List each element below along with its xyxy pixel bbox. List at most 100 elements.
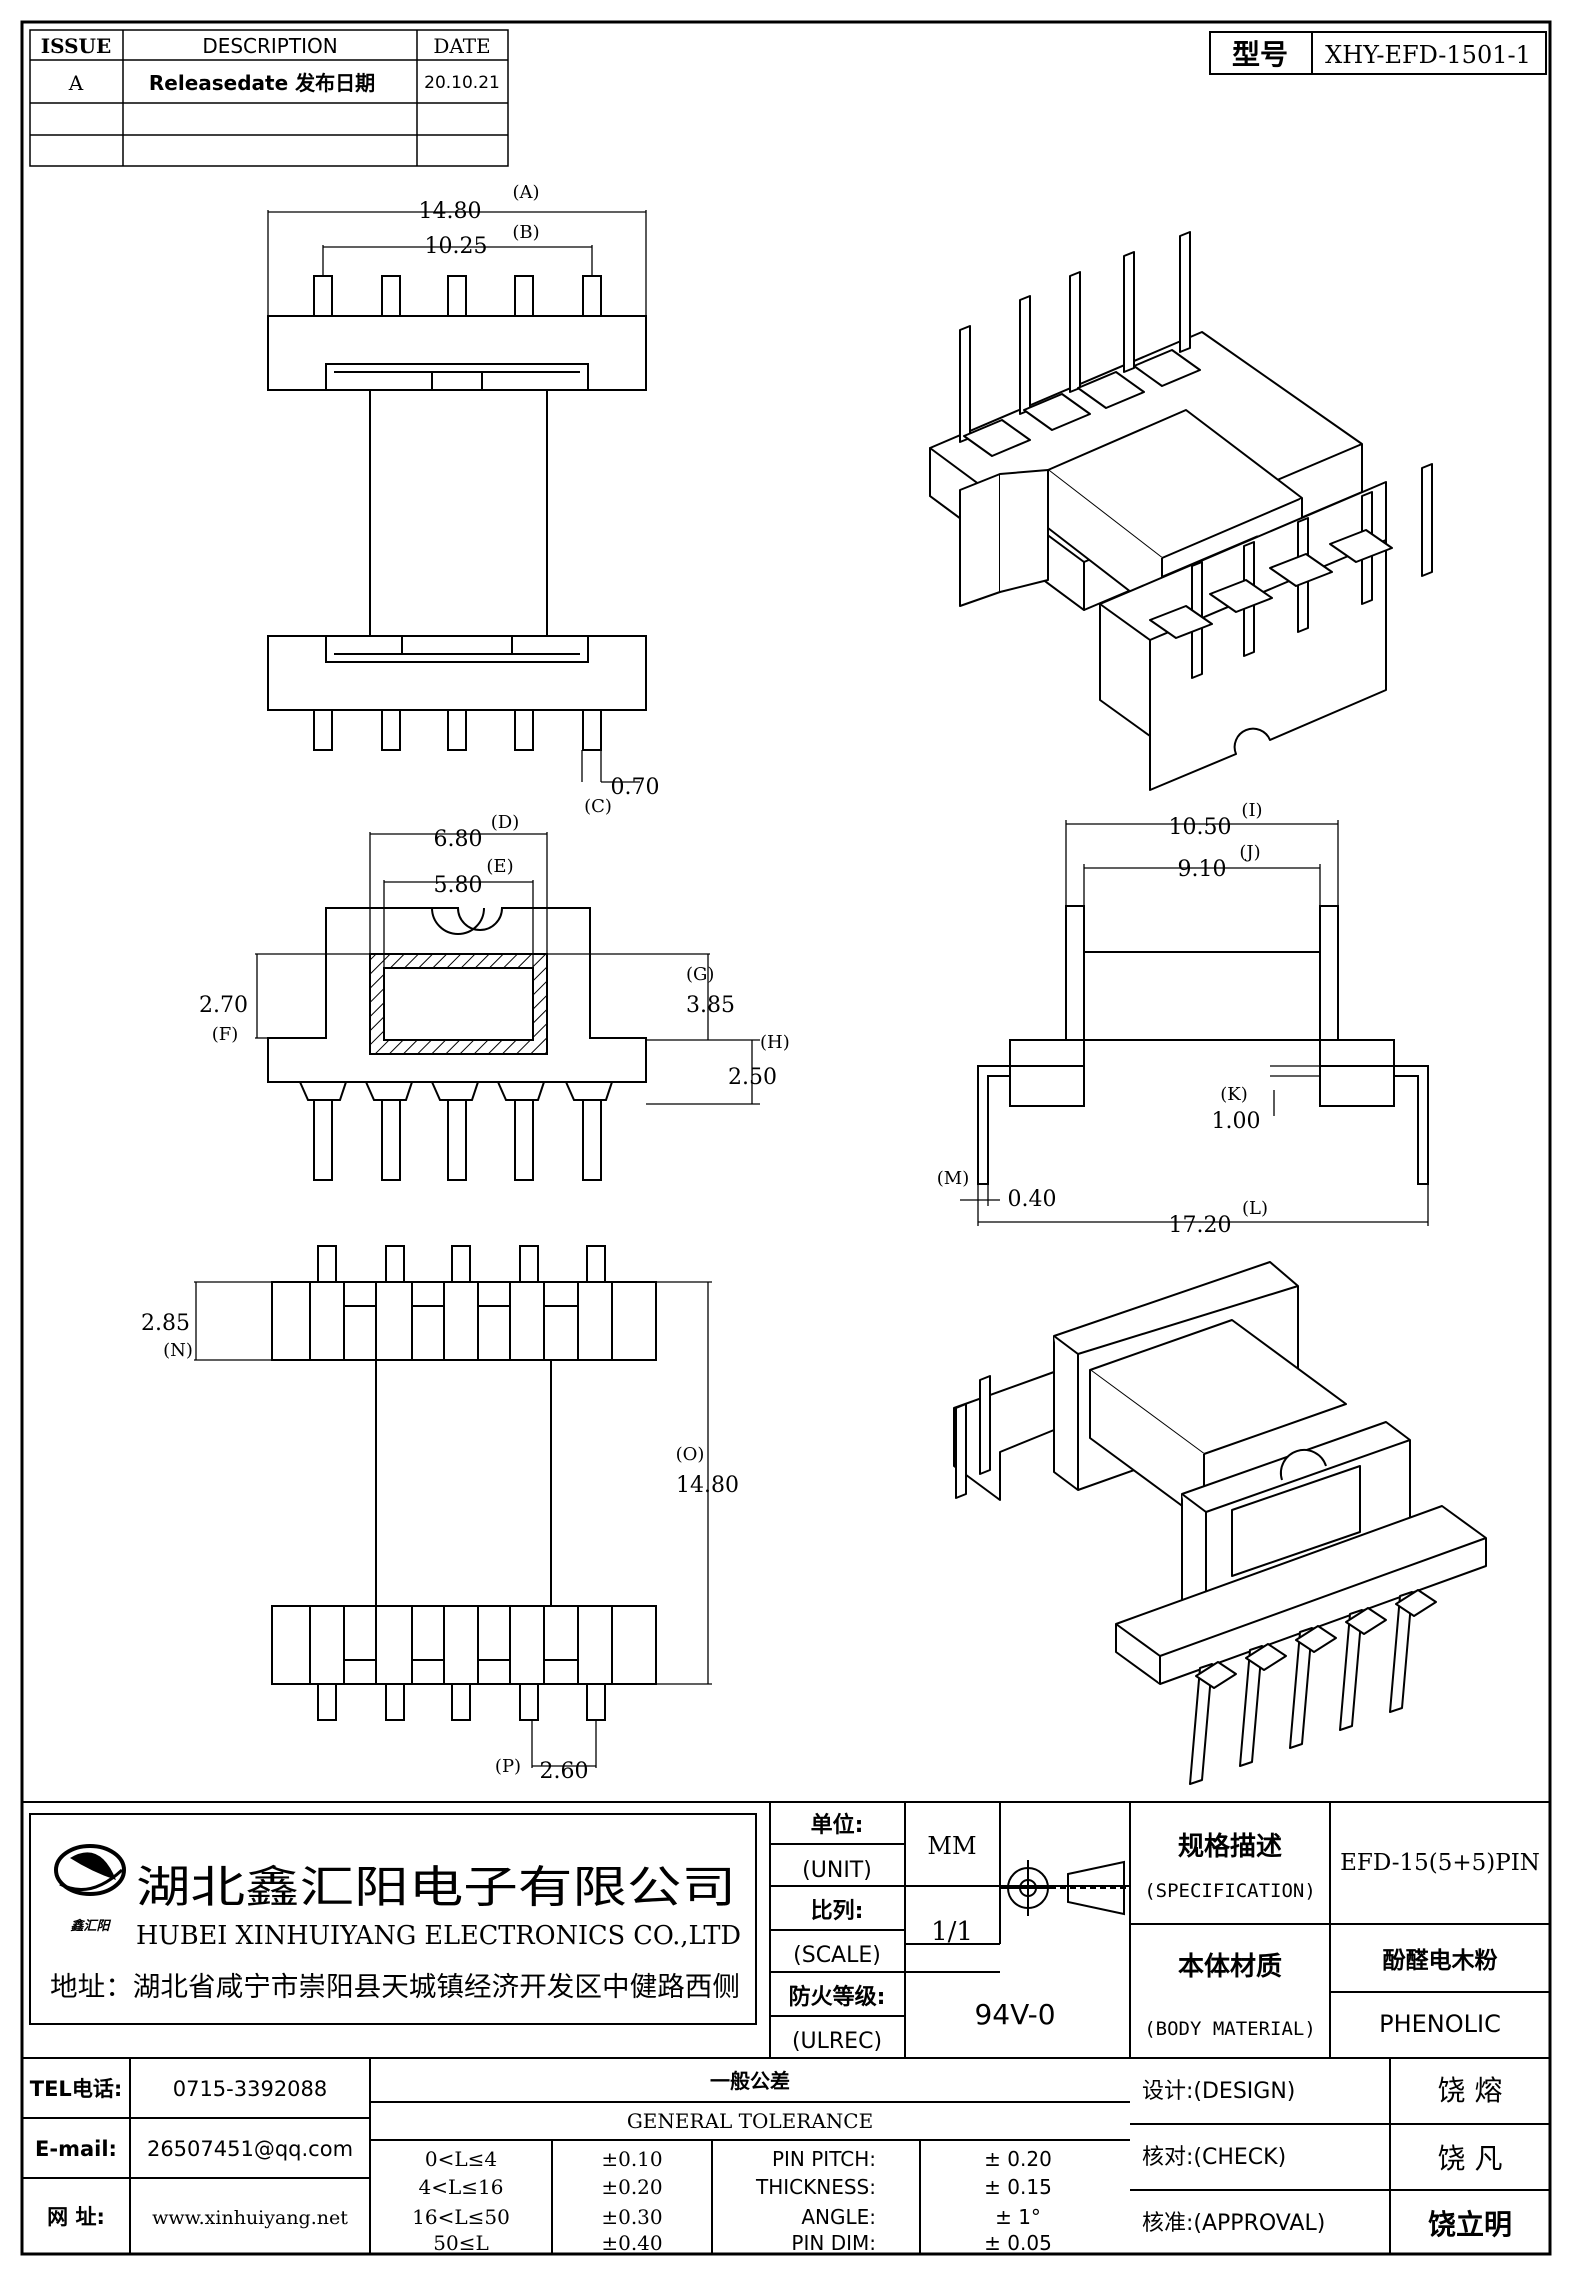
- dim-p-value: 2.60: [540, 1759, 589, 1784]
- spec-angle-value: ± 1°: [995, 2205, 1041, 2229]
- dim-c-label: (C): [584, 796, 612, 817]
- dim-i-label: (I): [1241, 800, 1262, 821]
- tol-range-3: 50≤L: [433, 2231, 489, 2255]
- tol-value-1: ±0.20: [601, 2175, 662, 2199]
- dim-h-label: (H): [760, 1032, 790, 1053]
- dim-a-label: (A): [512, 182, 539, 203]
- dim-k-value: 1.00: [1212, 1109, 1261, 1134]
- section-dimension-lines: [255, 832, 760, 1105]
- tel-label: TEL电话:: [30, 2077, 122, 2101]
- top-view-dimension-lines: [267, 210, 647, 783]
- approval-name: 饶立明: [1428, 2208, 1512, 2241]
- dim-j-value: 9.10: [1178, 857, 1227, 882]
- dim-m-value: 0.40: [1008, 1187, 1057, 1212]
- rev-row-description: Releasedate 发布日期: [149, 71, 375, 95]
- dim-j-label: (J): [1239, 842, 1260, 863]
- dim-l-value: 17.20: [1169, 1213, 1232, 1238]
- dim-c-value: 0.70: [611, 775, 660, 800]
- section-view: [267, 907, 647, 1181]
- company-logo: 鑫汇阳: [54, 1844, 126, 1934]
- spec-pin-pitch-value: ± 0.20: [984, 2147, 1052, 2171]
- rev-header-description: DESCRIPTION: [202, 34, 337, 58]
- web-value: www.xinhuiyang.net: [152, 2207, 348, 2229]
- web-label: 网 址:: [47, 2205, 105, 2229]
- unit-value: MM: [927, 1832, 976, 1860]
- tolerance-title-cn: 一般公差: [710, 2069, 790, 2093]
- tolerance-title-en: GENERAL TOLERANCE: [627, 2109, 873, 2133]
- dim-f-label: (F): [212, 1024, 239, 1045]
- bottom-view-dimension-lines: [194, 1281, 712, 1768]
- projection-symbol: [1000, 1860, 1130, 1916]
- dim-p-label: (P): [495, 1756, 521, 1777]
- check-label: 核对:(CHECK): [1142, 2145, 1286, 2170]
- revision-table: [29, 29, 509, 167]
- spec-pin-pitch-label: PIN PITCH:: [772, 2147, 876, 2171]
- dim-d-label: (D): [491, 812, 519, 833]
- dim-b-label: (B): [512, 222, 539, 243]
- model-label: 型号: [1232, 38, 1288, 71]
- email-value: 26507451@qq.com: [147, 2137, 353, 2161]
- dim-m-label: (M): [937, 1168, 969, 1189]
- tol-value-0: ±0.10: [601, 2147, 662, 2171]
- design-label: 设计:(DESIGN): [1142, 2079, 1295, 2104]
- tol-range-2: 16<L≤50: [412, 2205, 510, 2229]
- approval-label: 核准:(APPROVAL): [1142, 2211, 1325, 2236]
- side-view-dimension-lines: [960, 820, 1429, 1226]
- dim-e-label: (E): [486, 856, 513, 877]
- dim-o-value: 14.80: [676, 1473, 739, 1498]
- side-view: [977, 905, 1429, 1185]
- dim-g-value: 3.85: [686, 993, 735, 1018]
- tol-value-2: ±0.30: [601, 2205, 662, 2229]
- spec-label-en: (SPECIFICATION): [1144, 1880, 1316, 1902]
- top-view: [267, 275, 647, 751]
- rev-row-date: 20.10.21: [424, 73, 500, 93]
- company-address: 地址：湖北省咸宁市崇阳县天城镇经济开发区中健路西侧: [50, 1972, 740, 2003]
- spec-label-cn: 规格描述: [1178, 1831, 1282, 1862]
- model-box: 型号 XHY-EFD-1501-1: [1209, 31, 1547, 75]
- check-name: 饶 凡: [1438, 2142, 1503, 2175]
- dim-o-label: (O): [676, 1444, 705, 1465]
- dim-e-value: 5.80: [434, 873, 483, 898]
- email-label: E-mail:: [35, 2137, 117, 2161]
- spec-thickness-label: THICKNESS:: [755, 2175, 876, 2199]
- dim-n-value: 2.85: [141, 1311, 190, 1336]
- dim-l-label: (L): [1242, 1198, 1268, 1219]
- isometric-view-bottom: [953, 1261, 1487, 1785]
- spec-thickness-value: ± 0.15: [984, 2175, 1052, 2199]
- dim-g-label: (G): [686, 964, 714, 985]
- sheet-border: [20, 20, 1552, 2256]
- fire-label-en: (ULREC): [792, 2029, 882, 2054]
- dim-a-value: 14.80: [419, 199, 482, 224]
- material-label-cn: 本体材质: [1178, 1952, 1282, 1982]
- logo-text: 鑫汇阳: [70, 1918, 111, 1934]
- tol-range-1: 4<L≤16: [419, 2175, 504, 2199]
- dim-i-value: 10.50: [1169, 815, 1232, 840]
- model-value: XHY-EFD-1501-1: [1325, 41, 1531, 69]
- dim-d-value: 6.80: [434, 827, 483, 852]
- rev-row-issue: A: [68, 71, 84, 95]
- material-value-en: PHENOLIC: [1379, 2010, 1501, 2038]
- spec-pin-dim-label: PIN DIM:: [791, 2231, 876, 2255]
- design-name: 饶 熔: [1438, 2074, 1503, 2107]
- material-value-cn: 酚醛电木粉: [1383, 1948, 1498, 1974]
- spec-value: EFD-15(5+5)PIN: [1340, 1850, 1540, 1876]
- spec-angle-label: ANGLE:: [801, 2205, 876, 2229]
- dim-n-label: (N): [163, 1340, 193, 1361]
- company-name-cn: 湖北鑫汇阳电子有限公司: [136, 1862, 736, 1913]
- tel-value: 0715-3392088: [173, 2077, 328, 2101]
- unit-label-en: (UNIT): [802, 1858, 872, 1883]
- rev-header-date: DATE: [433, 34, 490, 58]
- dim-b-value: 10.25: [425, 234, 488, 259]
- rev-header-issue: ISSUE: [41, 34, 112, 58]
- isometric-view-top: [929, 231, 1433, 791]
- tol-range-0: 0<L≤4: [425, 2147, 497, 2171]
- unit-label-cn: 单位:: [811, 1812, 864, 1838]
- scale-label-en: (SCALE): [793, 1943, 881, 1968]
- title-block-lines: [22, 1801, 1550, 2254]
- tol-value-3: ±0.40: [601, 2231, 662, 2255]
- spec-pin-dim-value: ± 0.05: [984, 2231, 1052, 2255]
- bottom-view: [271, 1245, 657, 1721]
- fire-label-cn: 防火等级:: [789, 1984, 886, 2010]
- company-name-en: HUBEI XINHUIYANG ELECTRONICS CO.,LTD: [136, 1921, 741, 1951]
